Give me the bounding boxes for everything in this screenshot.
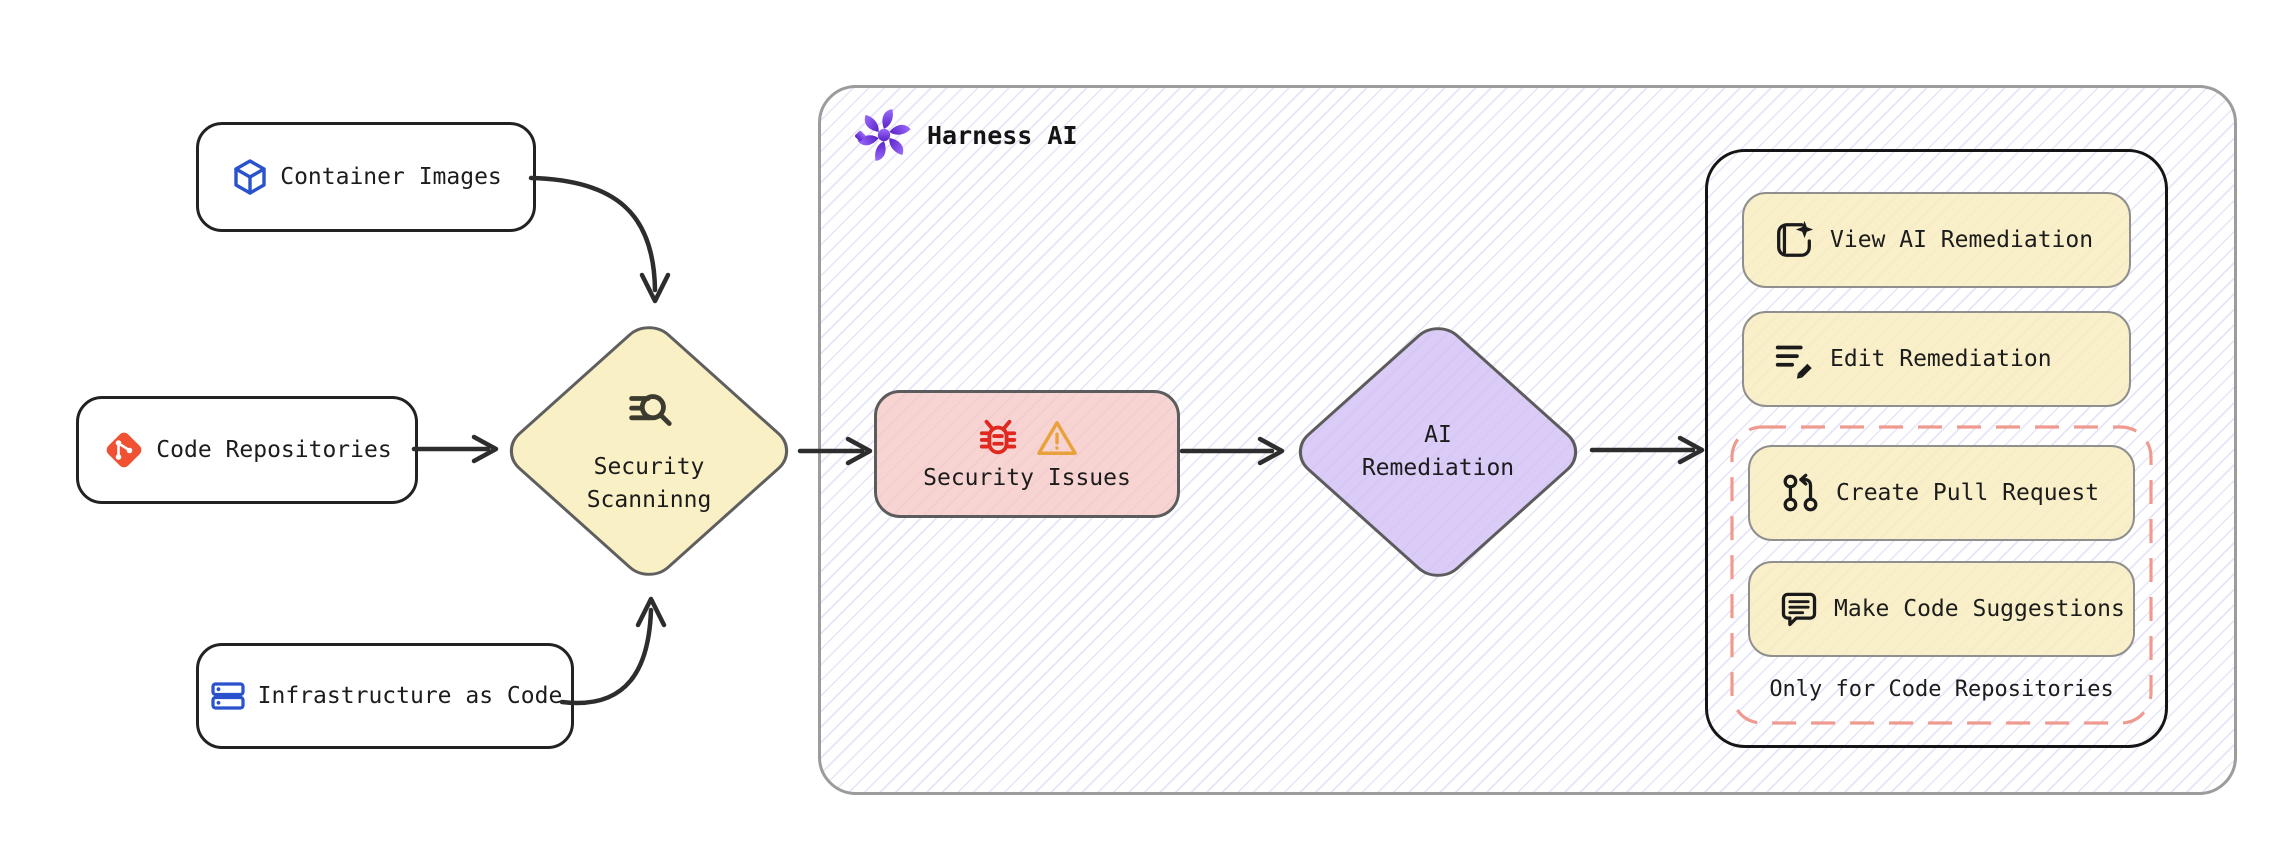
node-label: Infrastructure as Code	[257, 683, 563, 709]
harness-ai-title: Harness AI	[927, 120, 1078, 150]
make-code-suggestions-button: Make Code Suggestions	[1748, 561, 2135, 657]
node-code-repositories: Code Repositories	[76, 396, 418, 504]
create-pull-request-button: Create Pull Request	[1748, 445, 2135, 541]
security-issues-box: Security Issues	[874, 390, 1180, 518]
only-for-code-repositories-note: Only for Code Repositories	[1769, 677, 2114, 702]
view-ai-remediation-button: View AI Remediation	[1742, 192, 2131, 288]
code-repo-only-group: Create Pull Request Make Code Suggestion…	[1730, 425, 2153, 725]
harness-ai-icon	[855, 109, 911, 161]
node-label: Container Images	[280, 164, 502, 190]
book-sparkle-icon	[1777, 220, 1814, 257]
git-icon	[106, 432, 142, 468]
arrow-iac-to-scanning	[559, 607, 654, 706]
list-pencil-icon	[1775, 345, 1812, 379]
bug-icon	[979, 419, 1017, 455]
harness-ai-header: Harness AI	[855, 106, 1078, 164]
ai-remediation-diamond	[1298, 327, 1578, 577]
action-label: Make Code Suggestions	[1834, 596, 2125, 622]
action-label: View AI Remediation	[1830, 227, 2094, 253]
comment-icon	[1781, 592, 1817, 627]
server-stack-icon	[211, 682, 245, 710]
remediation-actions-panel: View AI Remediation Edit Remediation	[1705, 149, 2168, 748]
cube-icon	[234, 159, 266, 195]
security-issues-icons	[975, 417, 1079, 459]
security-scanning-diamond	[509, 326, 789, 576]
security-issues-label: Security Issues	[923, 465, 1131, 491]
node-label: Code Repositories	[156, 437, 392, 463]
edit-remediation-button: Edit Remediation	[1742, 311, 2131, 407]
arrow-images-to-scanning	[528, 175, 658, 293]
node-infrastructure-as-code: Infrastructure as Code	[196, 643, 574, 749]
pull-request-icon	[1783, 473, 1818, 512]
warning-icon	[1037, 421, 1077, 455]
node-container-images: Container Images	[196, 122, 536, 232]
action-label: Edit Remediation	[1830, 346, 2052, 372]
action-label: Create Pull Request	[1836, 480, 2100, 506]
